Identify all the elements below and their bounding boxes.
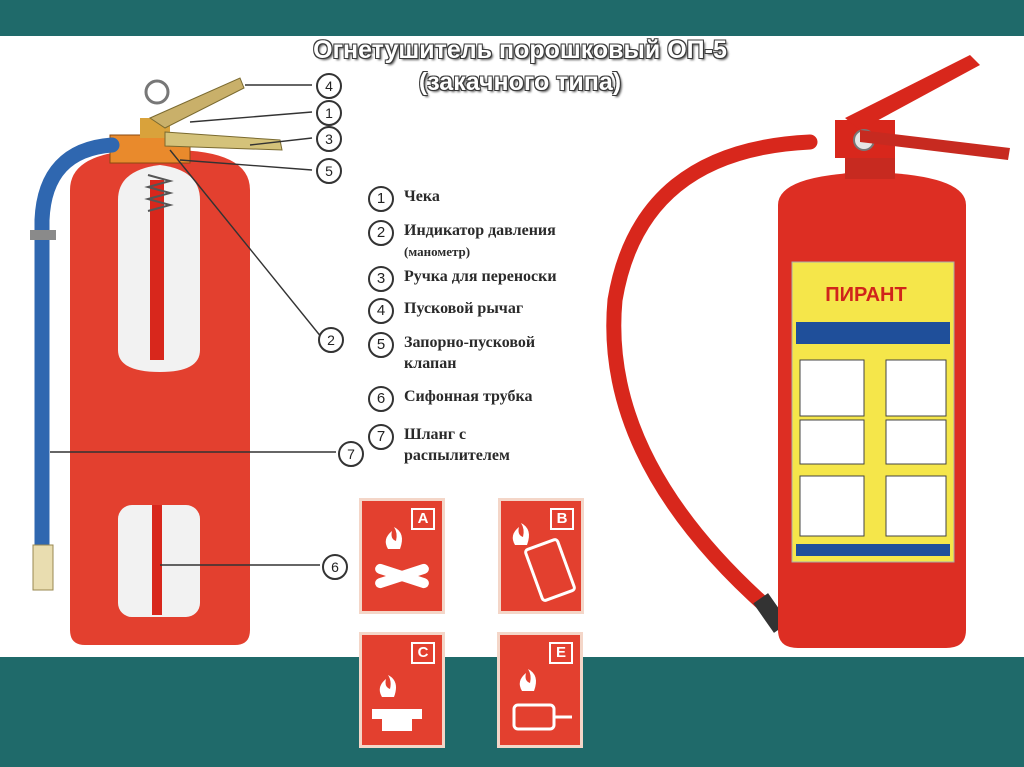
legend-text: Запорно-пусковой	[404, 334, 536, 351]
legend-number: 1	[368, 186, 394, 212]
safety-pin-ring	[144, 79, 170, 105]
legend-text: Шланг с	[404, 426, 467, 443]
cutaway-body	[70, 150, 250, 645]
fire-class-sign-c: C	[359, 632, 445, 748]
hose-nozzle	[32, 544, 54, 591]
burning-wood-icon	[375, 527, 429, 589]
legend-item: 4 Пусковой рычаг	[368, 298, 523, 324]
fire-class-sign-e: E	[497, 632, 583, 748]
fire-class-sign-b: B	[498, 498, 584, 614]
photo-label-box-3	[799, 419, 865, 465]
legend-item: 5 Запорно-пусковой клапан	[368, 332, 535, 374]
photo-label-bottom-strip	[796, 544, 950, 556]
siphon-tube-top	[150, 180, 164, 360]
legend-number: 2	[368, 220, 394, 246]
release-lever	[148, 77, 245, 129]
fire-class-letter: C	[411, 642, 435, 664]
legend-text: Индикатор давления	[404, 222, 556, 239]
fire-class-letter: A	[411, 508, 435, 530]
fuel-canister-icon	[512, 523, 576, 602]
fire-class-letter: B	[550, 508, 574, 530]
hose-clamp	[30, 230, 56, 240]
callout-4: 4	[316, 73, 342, 99]
legend-text: Пусковой рычаг	[404, 300, 524, 317]
photo-label-strip	[796, 322, 950, 344]
legend-item: 7 Шланг с распылителем	[368, 424, 510, 466]
blue-hose	[34, 137, 120, 553]
photo-label-box-2	[885, 359, 947, 417]
callout-1: 1	[316, 100, 342, 126]
top-band	[0, 0, 1024, 36]
legend-number: 4	[368, 298, 394, 324]
fire-class-letter: E	[549, 642, 573, 664]
callout-5: 5	[316, 158, 342, 184]
legend-item: 1 Чека	[368, 186, 440, 212]
legend-subtext: (манометр)	[404, 244, 471, 259]
valve-spring	[144, 174, 174, 212]
carry-handle	[164, 131, 283, 151]
photo-label-box-6	[885, 475, 947, 537]
callout-6: 6	[322, 554, 348, 580]
legend-number: 6	[368, 386, 394, 412]
leader-5	[179, 159, 313, 171]
photo-label-box-1	[799, 359, 865, 417]
electric-motor-icon	[512, 669, 572, 731]
photo-label-box-4	[885, 419, 947, 465]
legend-number: 5	[368, 332, 394, 358]
leader-3	[249, 137, 313, 146]
title-line-1: Огнетушитель порошковый ОП-5	[313, 36, 727, 64]
photo-neck	[845, 155, 895, 179]
leader-2	[169, 149, 323, 339]
legend-number: 7	[368, 424, 394, 450]
legend-subtext: распылителем	[404, 447, 510, 464]
legend-item: 3 Ручка для переноски	[368, 266, 557, 292]
photo-hose	[606, 134, 818, 618]
legend-item: 2 Индикатор давления (манометр)	[368, 220, 556, 262]
callout-2: 2	[318, 327, 344, 353]
leader-1	[189, 111, 313, 123]
legend-item: 6 Сифонная трубка	[368, 386, 532, 412]
siphon-tube-bottom	[152, 505, 162, 615]
gas-burner-icon	[372, 675, 422, 731]
legend-text: Чека	[404, 188, 440, 205]
callout-3: 3	[316, 126, 342, 152]
photo-label-box-5	[799, 475, 865, 537]
fire-class-sign-a: A	[359, 498, 445, 614]
photo-lever	[845, 55, 980, 130]
legend-text: Сифонная трубка	[404, 388, 533, 405]
photo-handle	[860, 130, 1010, 160]
slide-title: Огнетушитель порошковый ОП-5 (закачного …	[200, 34, 840, 98]
legend-number: 3	[368, 266, 394, 292]
legend-subtext: клапан	[404, 355, 457, 372]
title-line-2: (закачного типа)	[418, 68, 622, 96]
brand-label: ПИРАНТ	[825, 284, 907, 306]
callout-7: 7	[338, 441, 364, 467]
legend-text: Ручка для переноски	[404, 268, 557, 285]
